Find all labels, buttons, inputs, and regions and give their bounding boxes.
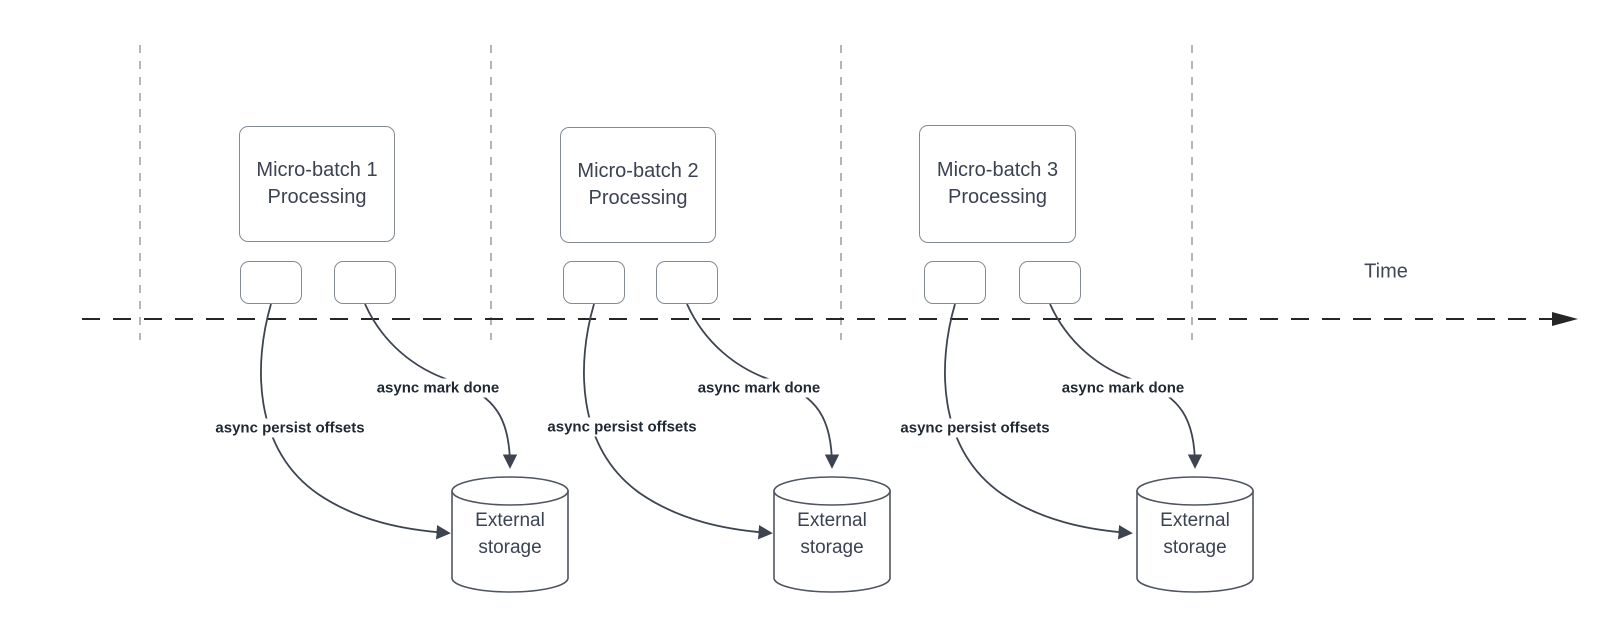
mark-done-task-box-2: [656, 261, 718, 304]
persist-offsets-arrow-label-1: async persist offsets: [212, 418, 368, 438]
mark-done-arrow-label-3: async mark done: [1058, 378, 1188, 398]
mark-done-arrow-label-2: async mark done: [694, 378, 824, 398]
micro-batch-box-1: Micro-batch 1 Processing: [239, 126, 395, 242]
persist-offsets-task-box-2: [563, 261, 625, 304]
micro-batch-box-3: Micro-batch 3 Processing: [919, 125, 1076, 243]
mark-done-task-box-3: [1019, 261, 1081, 304]
time-axis-label: Time: [1364, 260, 1408, 283]
persist-offsets-arrow-1: [260, 303, 451, 540]
persist-offsets-task-box-1: [240, 261, 302, 304]
persist-offsets-arrow-2: [583, 303, 773, 540]
micro-batch-box-2: Micro-batch 2 Processing: [560, 127, 716, 243]
persist-offsets-arrow-label-3: async persist offsets: [897, 418, 1053, 438]
storage-cylinder-2: [773, 476, 891, 593]
storage-cylinder-3: [1136, 476, 1254, 593]
mark-done-task-box-1: [334, 261, 396, 304]
persist-offsets-arrow-3: [944, 303, 1133, 540]
persist-offsets-arrow-label-2: async persist offsets: [544, 417, 700, 437]
persist-offsets-task-box-3: [924, 261, 986, 304]
time-axis-arrowhead-icon: [1552, 312, 1578, 326]
storage-cylinder-label-2: External storage: [797, 510, 867, 558]
storage-cylinder-label-1: External storage: [475, 510, 545, 558]
storage-cylinder-label-3: External storage: [1160, 510, 1230, 558]
storage-cylinder-1: [451, 476, 569, 593]
mark-done-arrow-label-1: async mark done: [373, 378, 503, 398]
